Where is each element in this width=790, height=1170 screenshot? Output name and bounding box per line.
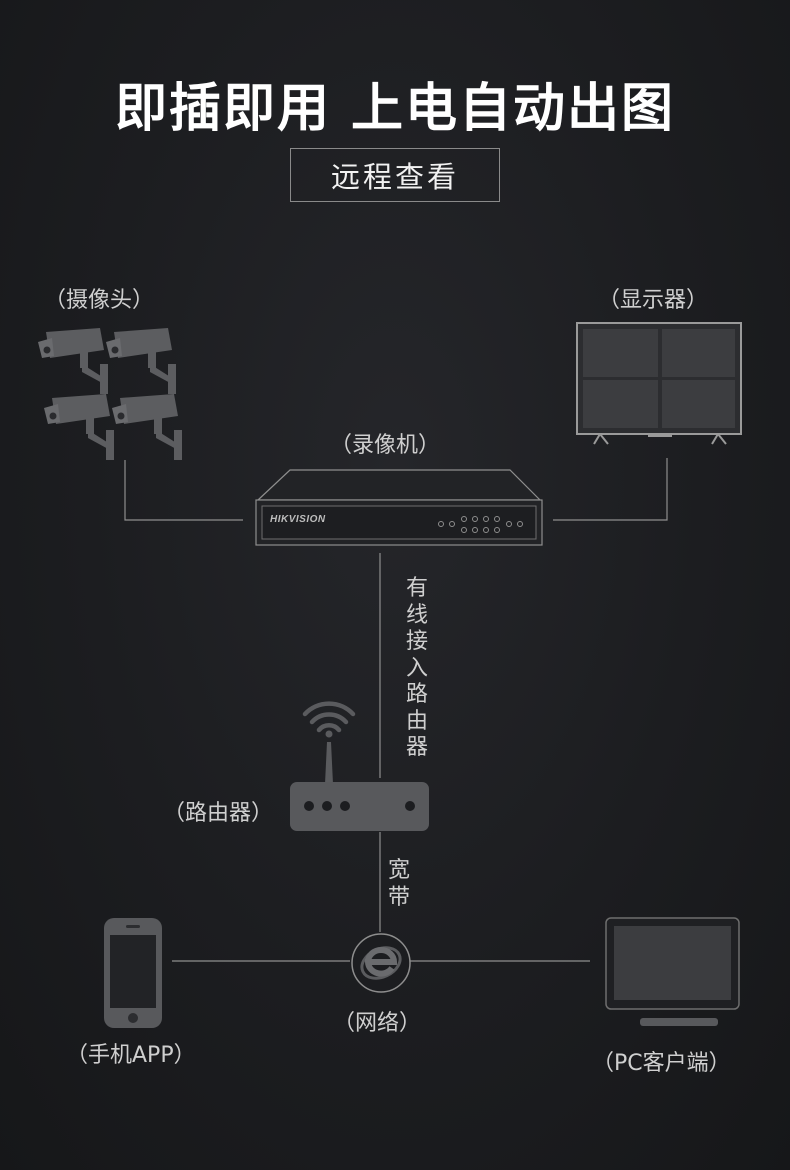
nvr-indicator-lights bbox=[438, 516, 523, 533]
pc-icon bbox=[605, 917, 740, 1026]
broadband-label: 宽带 bbox=[387, 858, 410, 910]
camera-unit bbox=[44, 394, 114, 460]
nvr-icon bbox=[255, 469, 543, 546]
router-label: （路由器） bbox=[163, 801, 274, 826]
pc-label: （PC客户端） bbox=[592, 1051, 731, 1076]
browser-icon bbox=[351, 933, 411, 993]
network-label: （网络） bbox=[333, 1011, 422, 1036]
monitor-icon bbox=[576, 322, 742, 445]
wired-router-label: 有线接入路由器 bbox=[405, 576, 428, 760]
subtitle-text: 远程查看 bbox=[330, 160, 459, 194]
subtitle-box: 远程查看 bbox=[290, 148, 500, 202]
page-title: 即插即用 上电自动出图 bbox=[114, 79, 676, 139]
phone-icon bbox=[104, 918, 162, 1028]
camera-label: （摄像头） bbox=[44, 288, 155, 313]
camera-icon bbox=[38, 328, 182, 460]
camera-unit bbox=[38, 328, 108, 394]
monitor-label: （显示器） bbox=[598, 288, 709, 313]
connection-lines bbox=[124, 458, 668, 962]
camera-unit bbox=[112, 394, 182, 460]
camera-unit bbox=[106, 328, 176, 394]
nvr-label: （录像机） bbox=[330, 433, 441, 458]
line-camera-nvr bbox=[124, 460, 243, 521]
line-monitor-nvr bbox=[553, 458, 668, 521]
phone-label: （手机APP） bbox=[66, 1043, 196, 1068]
nvr-brand-logo: HIKVISION bbox=[270, 514, 326, 525]
wifi-icon bbox=[302, 701, 356, 717]
router-icon bbox=[290, 701, 429, 831]
